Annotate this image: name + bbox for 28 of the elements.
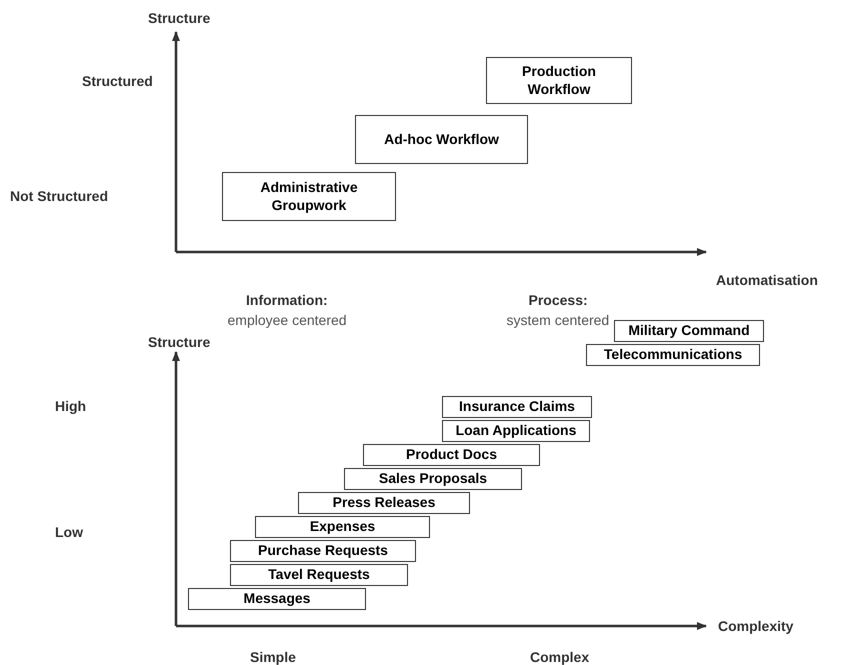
axis-title: Automatisation [716,272,818,288]
process-box: Administrative Groupwork [222,172,396,221]
process-box: Loan Applications [442,420,590,442]
process-box: Telecommunications [586,344,760,366]
process-box: Ad-hoc Workflow [355,115,528,164]
process-box: Press Releases [298,492,470,514]
process-box: Military Command [614,320,764,342]
axis-tick-label: Structured [82,73,153,89]
process-box: Insurance Claims [442,396,592,418]
axis-tick-label: Not Structured [10,188,108,204]
process-box: Purchase Requests [230,540,416,562]
process-box: Production Workflow [486,57,632,104]
axis-tick-label: employee centered [228,312,347,328]
axis-tick-label: Information: [246,292,328,308]
axis-tick-label: Complex [530,649,590,665]
axis-title: Complexity [718,618,794,634]
process-box: Product Docs [363,444,540,466]
axis-tick-label: system centered [506,312,610,328]
axis-tick-label: Low [55,524,83,540]
process-box: Sales Proposals [344,468,522,490]
axis-tick-label: High [55,398,86,414]
axis-title: Structure [148,334,210,350]
axis-tick-label: Process: [528,292,588,308]
axis-tick-label: Simple [250,649,296,665]
process-box: Expenses [255,516,430,538]
axis-title: Structure [148,10,210,26]
process-box: Messages [188,588,366,610]
process-box: Tavel Requests [230,564,408,586]
